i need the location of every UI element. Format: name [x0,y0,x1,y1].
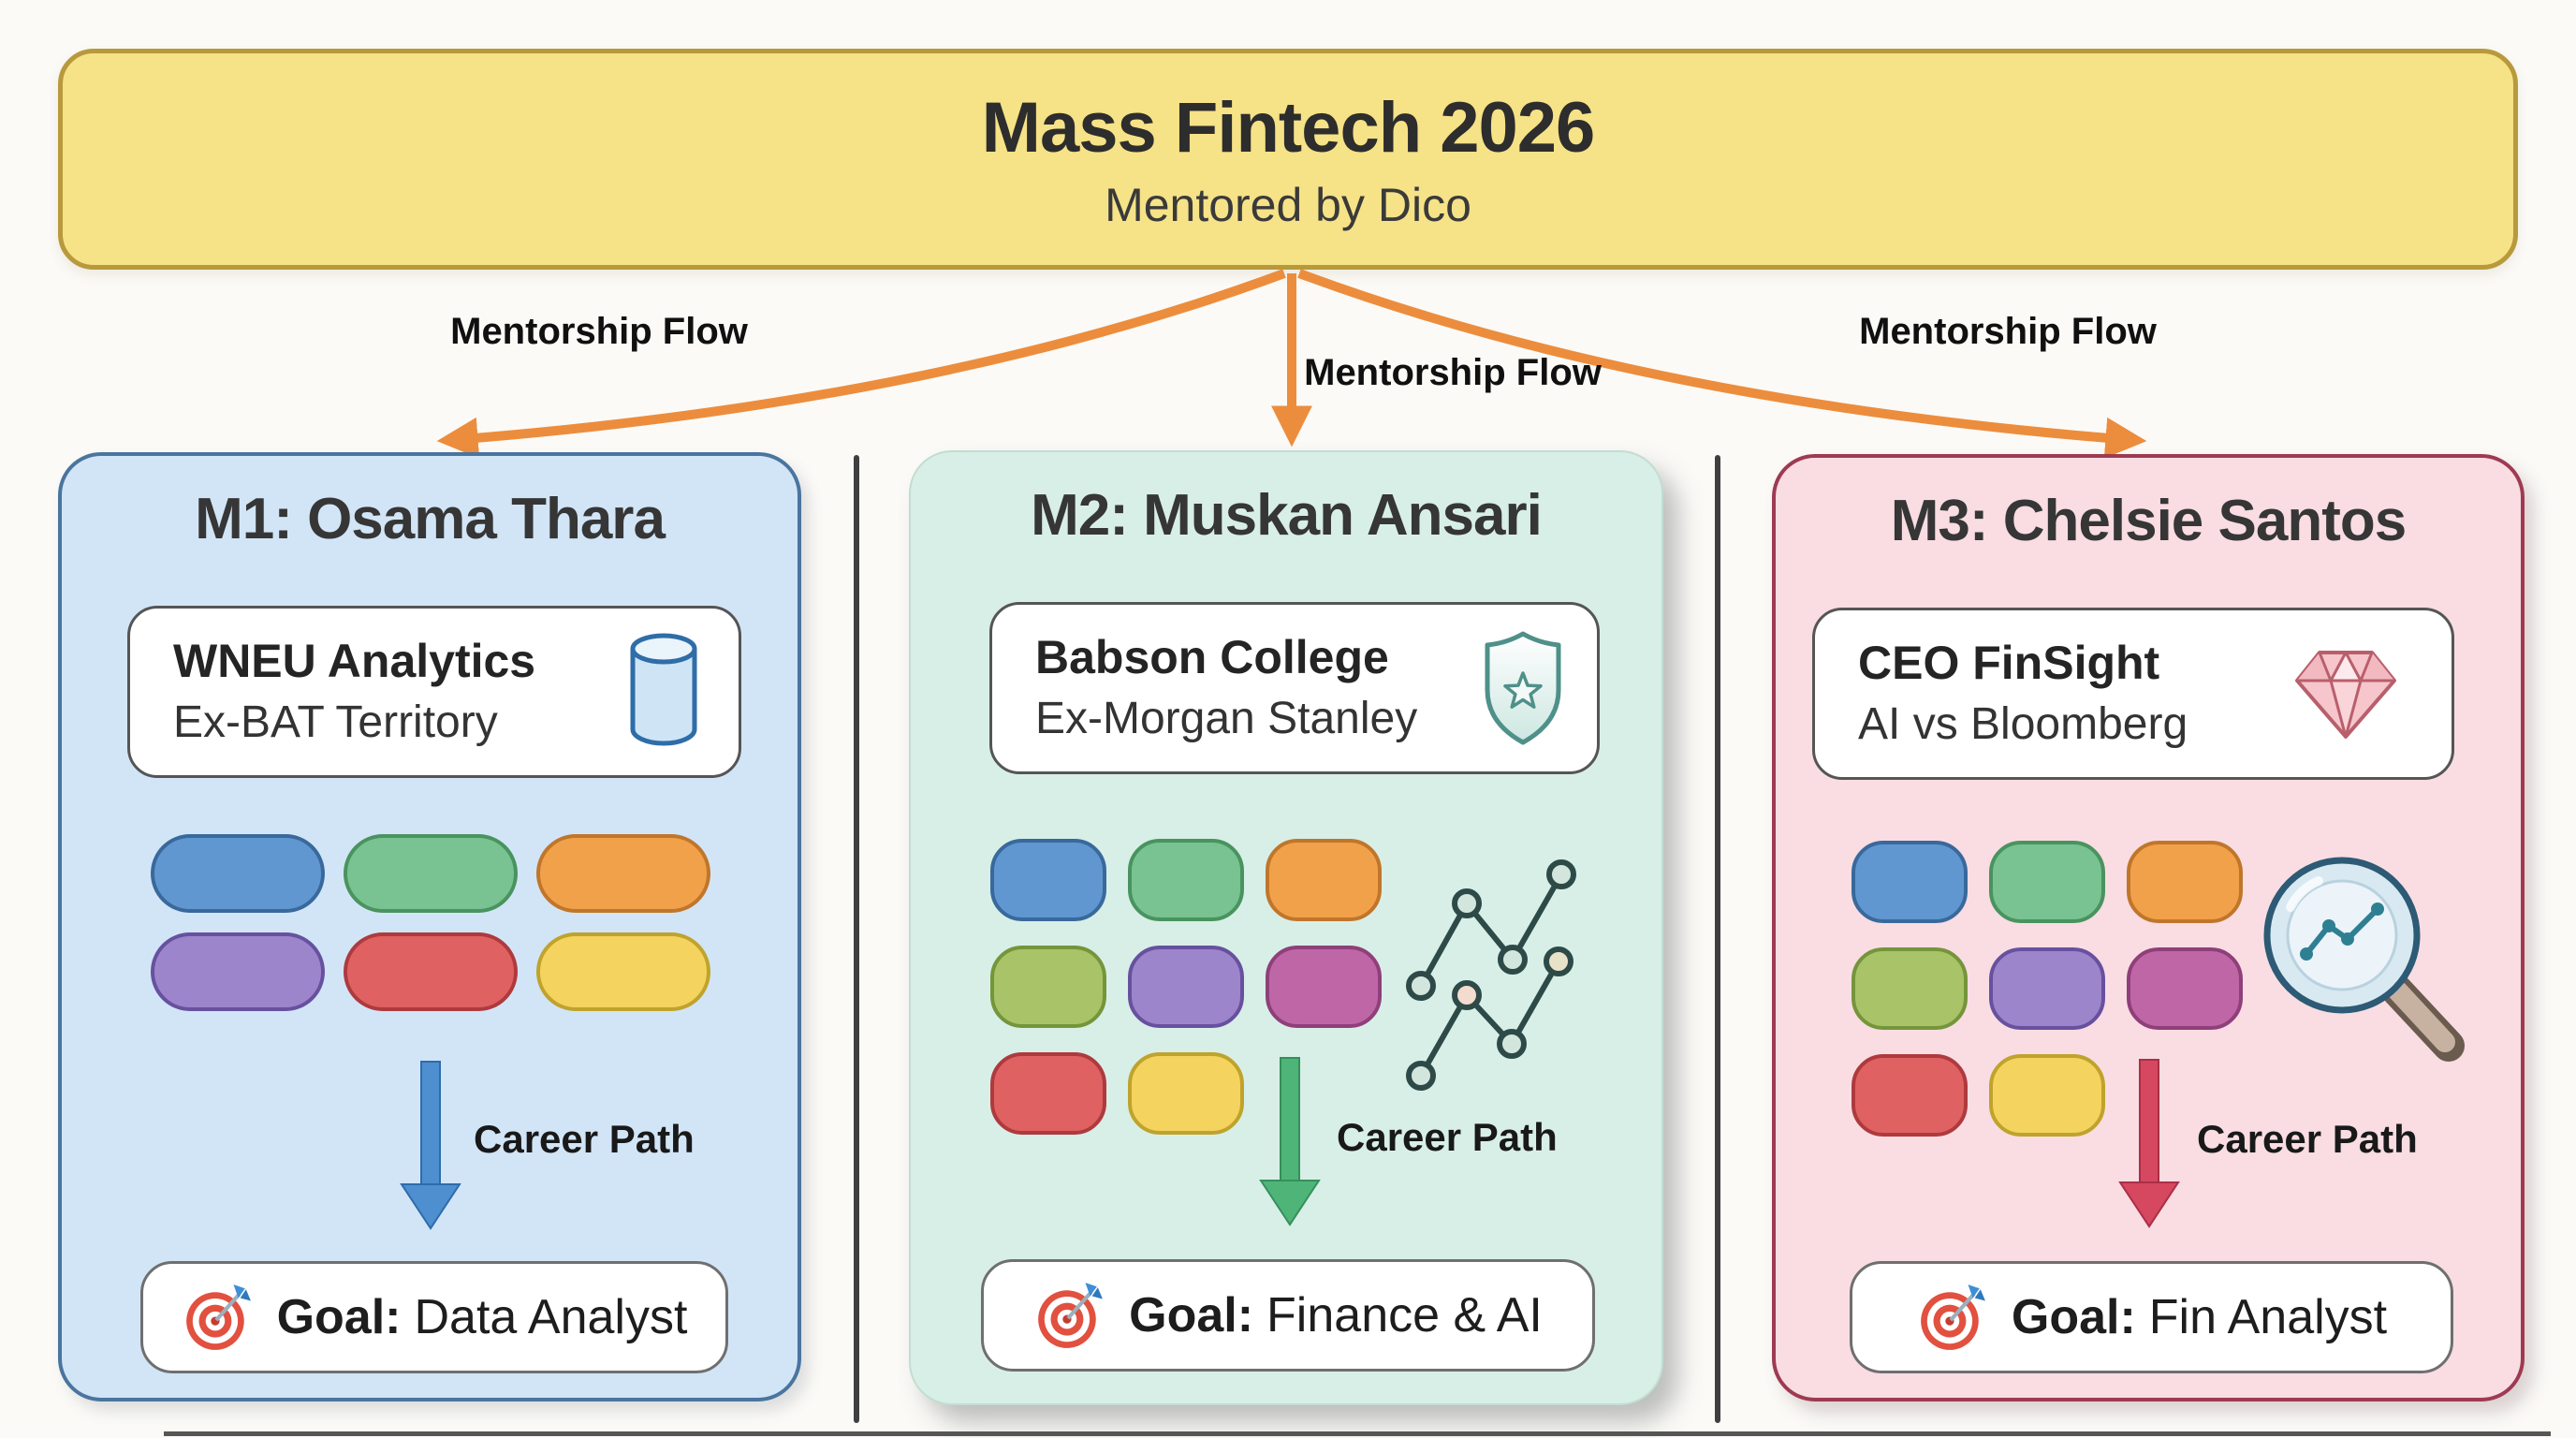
gem-icon [2295,651,2396,739]
skill-pill-yellow [1989,1054,2105,1137]
mentor-name-m3: M3: Chelsie Santos [1890,489,2407,553]
skill-pill-purple [1128,946,1244,1028]
org-detail: Ex-Morgan Stanley [1035,694,1418,744]
skill-pill-magenta [1266,946,1382,1028]
goal-value: Data Analyst [414,1290,688,1344]
flow-label-center: Mentorship Flow [1304,352,1602,393]
credentials-box-m3: CEO FinSight AI vs Bloomberg [1812,608,2454,780]
skill-pill-yellow [1128,1052,1244,1135]
credentials-box-m2: Babson College Ex-Morgan Stanley [989,602,1600,774]
flow-label-right: Mentorship Flow [1859,311,2157,352]
skill-pills [151,834,710,1011]
skill-pill-red [1852,1054,1968,1137]
target-icon [185,1284,251,1350]
skill-pill-orange [1266,839,1382,921]
skill-pill-purple [151,932,325,1011]
target-icon [1921,1284,1985,1350]
goal-text: Goal:Data Analyst [277,1289,688,1345]
org-name: WNEU Analytics [173,634,536,687]
skill-pill-blue [1852,841,1968,923]
career-path-arrow [2118,1059,2180,1228]
skill-pill-yellow [536,932,710,1011]
credentials-box-m1: WNEU Analytics Ex-BAT Territory [127,606,741,778]
skill-pill-red [344,932,518,1011]
banner-subtitle: Mentored by Dico [1105,178,1471,231]
target-icon [1038,1283,1104,1348]
goal-box-m1: Goal:Data Analyst [140,1261,728,1373]
skill-pill-blue [990,839,1106,921]
goal-value: Fin Analyst [2148,1290,2388,1344]
career-path-label: Career Path [1337,1115,1558,1159]
flow-arrow-left [436,269,1286,459]
magnifier-chart-icon [2263,857,2465,1062]
skill-pill-blue [151,834,325,913]
divider-right [1715,455,1720,1423]
mentor-card-m2: M2: Muskan Ansari Babson College Ex-Morg… [909,450,1663,1405]
skill-pills [1852,841,2243,1137]
flow-label-left: Mentorship Flow [450,311,748,352]
goal-text: Goal:Finance & AI [1129,1287,1543,1343]
goal-label: Goal: [1129,1288,1254,1343]
career-path-arrow [1259,1057,1321,1226]
mentor-name-m2: M2: Muskan Ansari [1031,483,1543,548]
skill-pill-olive [990,946,1106,1028]
goal-label: Goal: [276,1290,402,1344]
skill-pill-green [344,834,518,913]
goal-label: Goal: [2011,1290,2136,1344]
org-name: CEO FinSight [1858,636,2160,689]
mentor-card-m1: M1: Osama Thara WNEU Analytics Ex-BAT Te… [58,452,801,1401]
bottom-edge-line [164,1431,2551,1436]
mentor-card-m3: M3: Chelsie Santos CEO FinSight AI vs Bl… [1772,454,2525,1401]
org-name: Babson College [1035,630,1389,683]
skill-pill-red [990,1052,1106,1135]
career-path-label: Career Path [474,1117,695,1161]
goal-value: Finance & AI [1266,1288,1543,1343]
skill-pill-green [1989,841,2105,923]
org-detail: AI vs Bloomberg [1858,699,2188,750]
skill-pill-purple [1989,947,2105,1030]
skill-pill-orange [2127,841,2243,923]
skill-pill-olive [1852,947,1968,1030]
career-path-arrow [400,1061,461,1230]
skill-pills [990,839,1382,1135]
goal-box-m3: Goal:Fin Analyst [1850,1261,2453,1373]
skill-pill-orange [536,834,710,913]
skill-pill-green [1128,839,1244,921]
mentor-name-m1: M1: Osama Thara [195,487,666,551]
shield-star-icon [1485,631,1561,745]
page-title: Mass Fintech 2026 [981,87,1596,168]
divider-left [854,455,859,1423]
org-detail: Ex-BAT Territory [173,697,498,748]
goal-box-m2: Goal:Finance & AI [981,1259,1595,1372]
skill-pill-magenta [2127,947,2243,1030]
line-chart-icon [1406,859,1576,1091]
database-icon [630,633,697,746]
program-banner: Mass Fintech 2026 Mentored by Dico [58,49,2518,270]
goal-text: Goal:Fin Analyst [2012,1289,2387,1345]
career-path-label: Career Path [2197,1117,2418,1161]
